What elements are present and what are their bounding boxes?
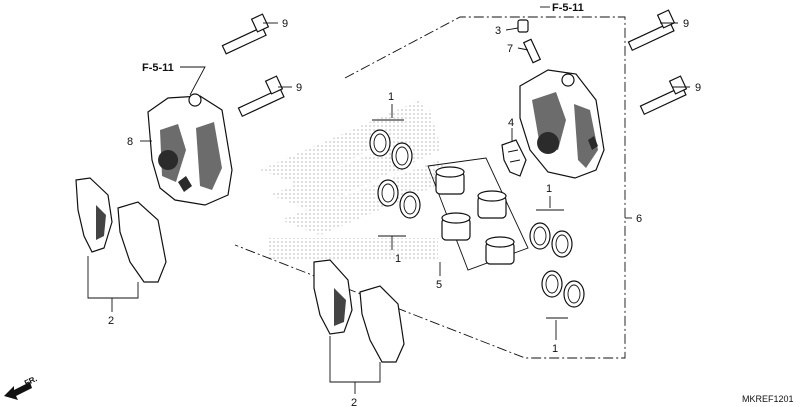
piston [435, 166, 465, 195]
bolt-top-left [221, 13, 270, 55]
label-bolt-mid-right: 9 [695, 82, 701, 94]
piston [485, 236, 515, 265]
watermark [260, 100, 450, 260]
pad-spring [501, 139, 527, 177]
label-bleeder-valve: 7 [507, 43, 513, 55]
bleeder-cap [517, 19, 529, 33]
front-direction-label: FR. [23, 374, 38, 388]
label-bleeder-cap: 3 [495, 25, 501, 37]
seal-set-top [369, 129, 413, 170]
center-brake-pads [313, 259, 405, 363]
label-pad-spring: 4 [508, 117, 514, 129]
seal-set-right [529, 222, 573, 258]
label-seal-set-top: 1 [388, 91, 394, 103]
piston [441, 212, 471, 241]
label-bolt-top-left: 9 [282, 18, 288, 30]
label-seal-set-bottom: 1 [552, 343, 558, 355]
leader-lines [87, 6, 690, 394]
label-piston-set: 5 [436, 279, 442, 291]
front-direction-arrow: FR. [4, 374, 39, 400]
caliper-assembly-outline [234, 16, 626, 359]
label-pads-center: 2 [351, 397, 357, 407]
seal-set-bottom [541, 270, 585, 308]
bolt-mid-right [639, 75, 688, 116]
label-caliper-left: 8 [127, 136, 133, 148]
seal-set-mid [377, 179, 421, 219]
left-brake-pads [75, 177, 167, 283]
bolt-mid-left [237, 75, 285, 118]
bleeder-valve [522, 38, 542, 64]
label-seal-set-right: 1 [546, 183, 552, 195]
ref-right: F-5-11 [552, 2, 584, 14]
label-caliper-assy: 6 [636, 213, 642, 225]
left-caliper [147, 93, 233, 206]
label-seal-set-mid: 1 [395, 253, 401, 265]
label-bolt-top-right: 9 [683, 18, 689, 30]
label-bolt-mid-left: 9 [296, 82, 302, 94]
bolt-top-right [627, 9, 676, 52]
label-pads-left: 2 [108, 315, 114, 327]
ref-left: F-5-11 [142, 62, 174, 74]
piston [477, 190, 507, 219]
right-caliper [519, 69, 605, 179]
diagram-code: MKREF1201 [742, 394, 794, 404]
piston-set [427, 157, 529, 271]
